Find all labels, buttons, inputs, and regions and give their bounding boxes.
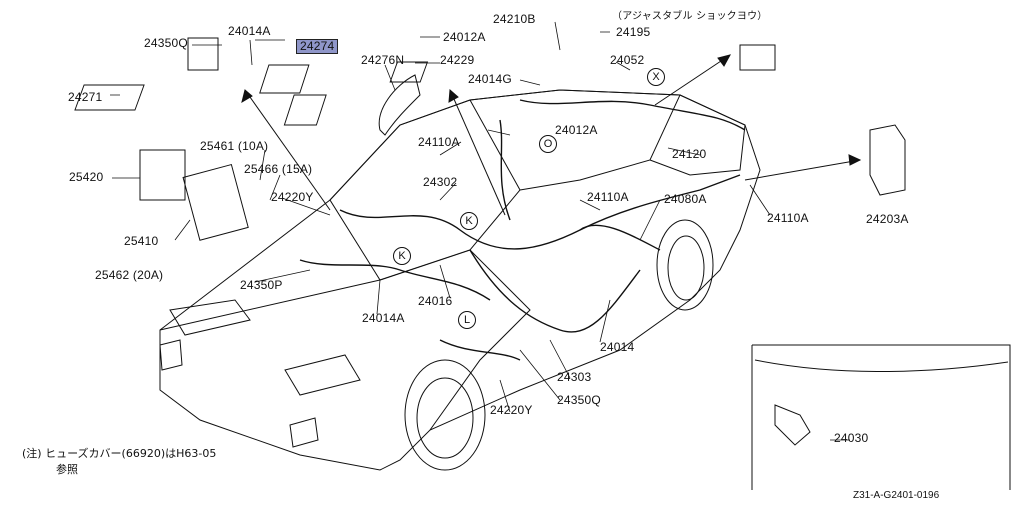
front-vent-left <box>159 339 183 371</box>
part-24350Q-top <box>187 37 219 71</box>
arrowhead-24274 <box>241 89 253 104</box>
arrowhead-24203A <box>848 154 862 166</box>
label-24274-highlighted[interactable]: 24274 <box>296 39 339 54</box>
callout-o: O <box>539 135 557 153</box>
harness-front <box>299 259 491 301</box>
label-24014G[interactable]: 24014G <box>468 72 512 86</box>
label-24080A[interactable]: 24080A <box>664 192 707 206</box>
label-25462[interactable]: 25462 (20A) <box>95 268 164 282</box>
note-line-2: 参照 <box>56 463 78 476</box>
label-24014A-bot[interactable]: 24014A <box>362 311 405 325</box>
label-24110A-b[interactable]: 24110A <box>587 190 629 204</box>
car-rear-window <box>649 94 746 176</box>
label-24014A-top[interactable]: 24014A <box>228 24 271 38</box>
arrow-to-24229 <box>449 89 506 216</box>
rear-wheel <box>656 219 714 311</box>
label-24110A-c[interactable]: 24110A <box>767 211 809 225</box>
front-wheel <box>404 359 486 471</box>
front-vent-right <box>289 417 319 448</box>
label-24120[interactable]: 24120 <box>672 147 707 161</box>
label-24110A-a[interactable]: 24110A <box>418 135 460 149</box>
label-24220Y-bot[interactable]: 24220Y <box>490 403 533 417</box>
label-24303[interactable]: 24303 <box>557 370 592 384</box>
label-24203A[interactable]: 24203A <box>866 212 909 226</box>
inset-box <box>751 344 1011 490</box>
label-24012A-top[interactable]: 24012A <box>443 30 486 44</box>
front-wheel-inner <box>416 377 474 459</box>
car-windshield <box>329 99 521 281</box>
label-25461[interactable]: 25461 (10A) <box>200 139 269 153</box>
arrow-to-24052 <box>654 54 731 106</box>
inset-shock-sensor <box>774 404 811 446</box>
label-24229[interactable]: 24229 <box>440 53 475 67</box>
label-25410[interactable]: 25410 <box>124 234 159 248</box>
arrow-to-24203A <box>744 159 861 181</box>
note-line-1: (注) ヒューズカバー(66920)はH63-05 <box>22 447 217 460</box>
harness-roof <box>519 99 746 131</box>
arrowhead-24229 <box>448 88 459 103</box>
callout-k-upper: K <box>460 212 478 230</box>
car-roof-line <box>469 89 681 191</box>
harness-pillar <box>499 119 511 221</box>
label-24220Y-top[interactable]: 24220Y <box>271 190 314 204</box>
fuse-block-25420 <box>139 149 186 201</box>
harness-main <box>339 174 741 250</box>
callout-l: L <box>458 311 476 329</box>
rear-wheel-inner <box>667 235 705 301</box>
pad-24271 <box>74 84 145 111</box>
inset-panel-curve <box>754 359 1009 372</box>
callout-x: X <box>647 68 665 86</box>
part-24203A <box>869 124 906 196</box>
label-24350P[interactable]: 24350P <box>240 278 283 292</box>
car-hood-line <box>159 249 531 431</box>
label-24302[interactable]: 24302 <box>423 175 458 189</box>
label-25466[interactable]: 25466 (15A) <box>244 162 313 176</box>
jp-caption-adjustable-shock: （アジャスタブル ショックヨウ） <box>612 11 768 22</box>
label-24016[interactable]: 24016 <box>418 294 453 308</box>
label-24195[interactable]: 24195 <box>616 25 651 39</box>
label-24030[interactable]: 24030 <box>834 431 869 445</box>
bracket-24229 <box>389 61 429 83</box>
part-24052 <box>739 44 776 71</box>
pad-24274-a <box>259 64 310 94</box>
label-24210B[interactable]: 24210B <box>493 12 536 26</box>
fuse-box-25410 <box>182 163 249 241</box>
label-24012A-mid[interactable]: 24012A <box>555 123 598 137</box>
label-24052[interactable]: 24052 <box>610 53 645 67</box>
label-24271[interactable]: 24271 <box>68 90 103 104</box>
leader-lines <box>110 21 850 441</box>
harness-rear <box>579 224 661 251</box>
arrow-to-24274 <box>244 89 331 211</box>
harness-door <box>439 339 521 361</box>
diagram-code: Z31-A-G2401-0196 <box>853 490 940 501</box>
label-25420[interactable]: 25420 <box>69 170 104 184</box>
harness-floor <box>469 249 641 333</box>
arrowhead-24052 <box>717 54 731 67</box>
callout-k-lower: K <box>393 247 411 265</box>
pad-24274-b <box>283 94 327 126</box>
right-headlight <box>284 354 361 396</box>
label-24014[interactable]: 24014 <box>600 340 635 354</box>
left-headlight <box>169 299 251 336</box>
label-24350Q-top[interactable]: 24350Q <box>144 36 188 50</box>
part-24276N <box>378 74 421 136</box>
label-24350Q-bot[interactable]: 24350Q <box>557 393 601 407</box>
label-24276N[interactable]: 24276N <box>361 53 405 67</box>
